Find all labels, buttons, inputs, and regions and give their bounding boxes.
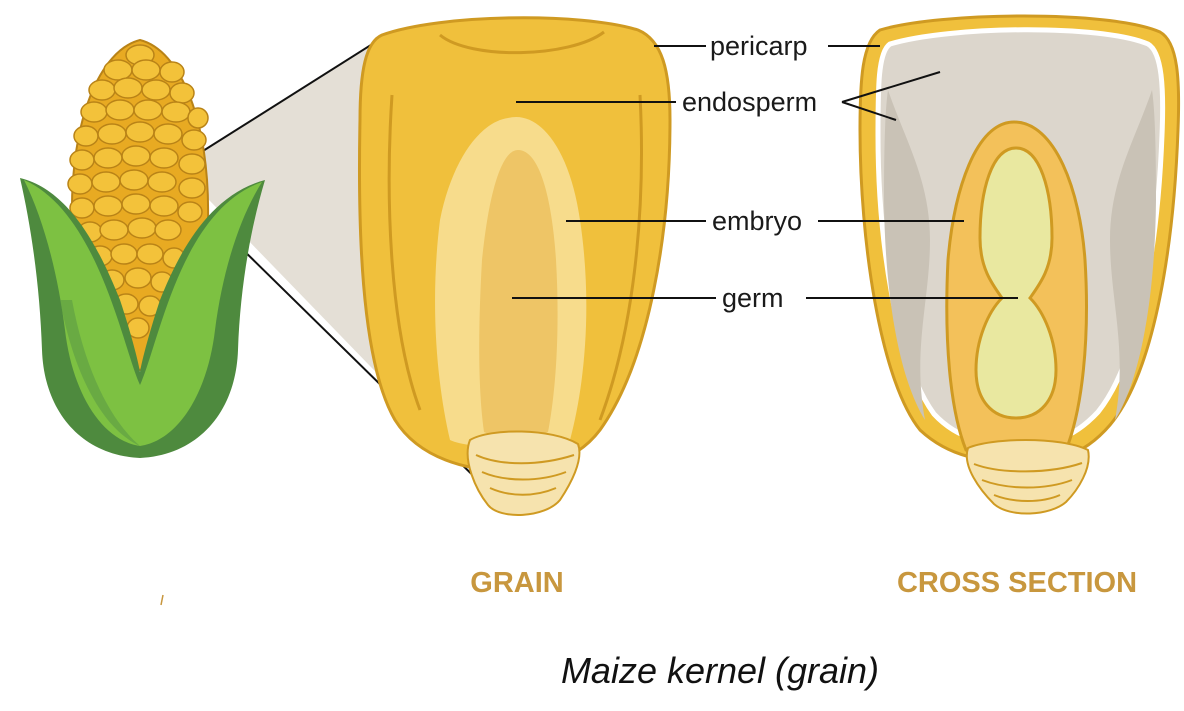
stray-mark [161,595,163,605]
cross-section-illustration [860,16,1179,514]
grain-illustration [359,18,670,515]
label-pericarp: pericarp [710,31,808,61]
label-endosperm: endosperm [682,87,817,117]
label-germ: germ [722,283,784,313]
heading-grain: GRAIN [470,567,563,599]
grain-tip-cap [468,431,580,515]
figure-caption: Maize kernel (grain) [561,650,879,691]
heading-cross-section: CROSS SECTION [897,567,1137,599]
cross-tip-cap [967,440,1089,514]
label-embryo: embryo [712,206,802,236]
